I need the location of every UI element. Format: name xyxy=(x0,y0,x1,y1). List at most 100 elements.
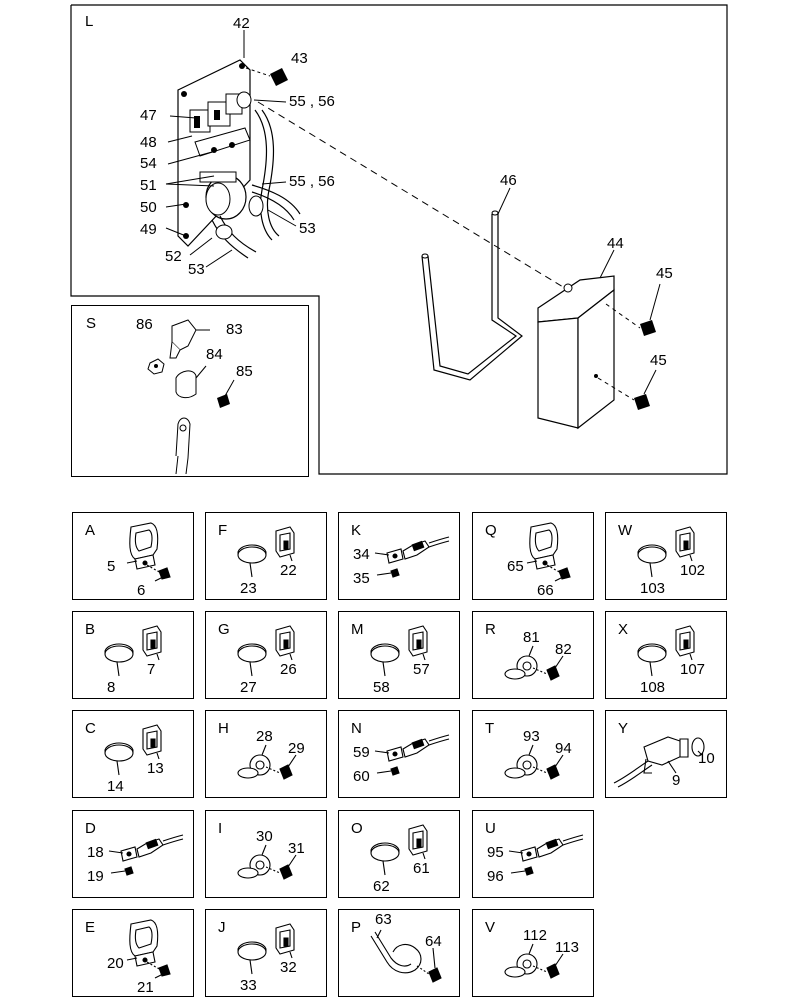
callout: 21 xyxy=(137,979,154,996)
part-drawing xyxy=(339,612,461,700)
callout: 33 xyxy=(240,977,257,994)
callout: 54 xyxy=(140,155,157,172)
detail-panel-b: B 8 7 xyxy=(72,611,194,699)
part-drawing xyxy=(606,513,728,601)
callout: 8 xyxy=(107,679,116,696)
panel-letter: R xyxy=(485,621,496,638)
panel-letter: B xyxy=(85,621,96,638)
panel-letter: F xyxy=(218,522,228,539)
callout: 62 xyxy=(373,878,390,895)
part-drawing xyxy=(73,910,195,998)
panel-letter: M xyxy=(351,621,364,638)
callout: 58 xyxy=(373,679,390,696)
panel-letter: J xyxy=(218,919,226,936)
detail-s-frame: S 86 83 84 85 xyxy=(71,305,309,477)
callout: 48 xyxy=(140,134,157,151)
cover-44 xyxy=(0,0,800,480)
callout: 108 xyxy=(640,679,666,696)
callout: 10 xyxy=(698,750,715,767)
callout: 84 xyxy=(206,346,223,363)
callout: 22 xyxy=(280,562,297,579)
callout: 53 xyxy=(299,220,316,237)
detail-panel-c: C 14 13 xyxy=(72,710,194,798)
part-drawing xyxy=(339,513,461,601)
callout: 64 xyxy=(425,933,442,950)
panel-letter: X xyxy=(618,621,629,638)
callout: 51 xyxy=(140,177,157,194)
part-drawing xyxy=(473,811,595,899)
callout: 9 xyxy=(672,772,681,789)
panel-letter: W xyxy=(618,522,633,539)
panel-letter: P xyxy=(351,919,362,936)
panel-letter: G xyxy=(218,621,230,638)
callout: 13 xyxy=(147,760,164,777)
callout: 55 , 56 xyxy=(289,173,335,190)
detail-panel-g: G 27 26 xyxy=(205,611,327,699)
callout: 86 xyxy=(136,316,153,333)
panel-letter: C xyxy=(85,720,96,737)
detail-s-letter: S xyxy=(86,315,97,332)
callout: 32 xyxy=(280,959,297,976)
callout: 43 xyxy=(291,50,308,67)
callout: 49 xyxy=(140,221,157,238)
panel-letter: Y xyxy=(618,720,629,737)
panel-letter: U xyxy=(485,820,496,837)
part-drawing xyxy=(206,513,328,601)
panel-letter: A xyxy=(85,522,96,539)
callout: 6 xyxy=(137,582,146,599)
detail-panel-y: Y 9 10 xyxy=(605,710,727,798)
panel-letter: I xyxy=(218,820,223,837)
callout: 19 xyxy=(87,868,104,885)
callout: 28 xyxy=(256,728,273,745)
callout: 50 xyxy=(140,199,157,216)
panel-letter: V xyxy=(485,919,496,936)
callout: 47 xyxy=(140,107,157,124)
detail-s-art xyxy=(72,306,310,478)
callout: 31 xyxy=(288,840,305,857)
part-drawing xyxy=(606,612,728,700)
part-drawing xyxy=(473,711,595,799)
callout: 81 xyxy=(523,629,540,646)
panel-letter: E xyxy=(85,919,96,936)
callout: 45 xyxy=(656,265,673,282)
callout: 35 xyxy=(353,570,370,587)
callout: 26 xyxy=(280,661,297,678)
part-drawing xyxy=(206,811,328,899)
callout: 59 xyxy=(353,744,370,761)
part-drawing xyxy=(606,711,728,799)
callout: 27 xyxy=(240,679,257,696)
detail-l-letter: L xyxy=(85,13,94,30)
callout: 53 xyxy=(188,261,205,278)
callout: 52 xyxy=(165,248,182,265)
callout: 18 xyxy=(87,844,104,861)
panel-letter: H xyxy=(218,720,229,737)
part-drawing xyxy=(473,513,595,601)
part-drawing xyxy=(206,711,328,799)
callout: 20 xyxy=(107,955,124,972)
callout: 61 xyxy=(413,860,430,877)
detail-l-outline xyxy=(0,0,800,480)
panel-letter: T xyxy=(485,720,495,737)
callout: 7 xyxy=(147,661,156,678)
callout: 102 xyxy=(680,562,706,579)
callout: 44 xyxy=(607,235,624,252)
part-drawing xyxy=(339,910,461,998)
callout: 30 xyxy=(256,828,273,845)
callout: 23 xyxy=(240,580,257,597)
callout: 82 xyxy=(555,641,572,658)
electrical-panel-assembly xyxy=(0,0,800,480)
callout: 14 xyxy=(107,778,124,795)
part-drawing xyxy=(473,910,595,998)
